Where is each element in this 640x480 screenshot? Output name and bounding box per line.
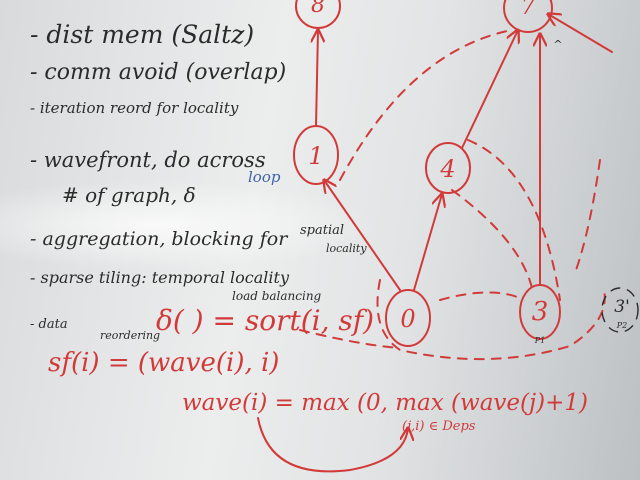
note-reordering: reordering bbox=[100, 329, 161, 342]
node-8-circle bbox=[295, 0, 341, 29]
node-8-label: 8 bbox=[311, 0, 325, 18]
node-7-circle bbox=[503, 0, 553, 33]
node-0-label: 0 bbox=[400, 305, 415, 333]
node-1-label: 1 bbox=[308, 142, 323, 170]
note-locality: locality bbox=[326, 242, 367, 255]
p1-label: P1 bbox=[534, 336, 545, 345]
node-4-label: 4 bbox=[439, 155, 455, 183]
note-spatial: spatial bbox=[300, 223, 345, 238]
note-data: - data bbox=[30, 317, 68, 332]
node-3-label: 3 bbox=[532, 297, 549, 327]
note-wavefront: - wavefront, do across bbox=[30, 148, 266, 172]
formula-wave-definition: wave(i) = max (0, max (wave(j)+1) bbox=[182, 390, 588, 416]
node-4-circle bbox=[425, 142, 471, 194]
formula-sf-definition: sf(i) = (wave(i), i) bbox=[48, 348, 280, 378]
note-comm-avoid: - comm avoid (overlap) bbox=[30, 60, 287, 85]
note-aggregation: - aggregation, blocking for bbox=[30, 228, 288, 250]
note-load-balancing: load balancing bbox=[232, 289, 322, 303]
node-3-prime-label: 3' bbox=[614, 297, 630, 317]
annotation-7: ^ bbox=[553, 38, 562, 51]
light-glare bbox=[0, 180, 380, 270]
note-iteration-reord: - iteration reord for locality bbox=[30, 99, 239, 117]
formula-deps: (j,i) ∈ Deps bbox=[402, 419, 476, 434]
node-0-circle bbox=[385, 289, 431, 347]
note-num-graph: # of graph, δ bbox=[62, 183, 196, 207]
p2-label: P2 bbox=[616, 321, 627, 330]
note-sparse-tiling: - sparse tiling: temporal locality bbox=[30, 268, 289, 287]
note-loop: loop bbox=[248, 168, 281, 186]
note-dist-mem: - dist mem (Saltz) bbox=[30, 20, 255, 49]
formula-delta-sort: δ( ) = sort(i, sf) bbox=[156, 304, 375, 337]
node-7-label: 7 bbox=[521, 0, 535, 20]
